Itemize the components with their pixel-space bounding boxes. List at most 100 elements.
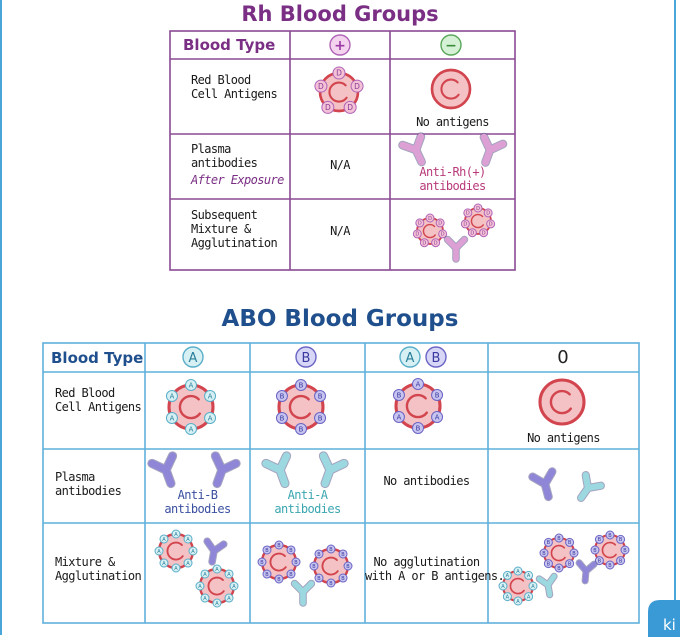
- svg-text:D: D: [470, 231, 474, 237]
- rh-agglutination-cell-icon-2-antigen: D: [486, 219, 496, 229]
- abo-o-agglutination-cell-icon-antigen: A: [502, 592, 512, 602]
- abo-o-agglutination-cell-icon-2-antigen: B: [569, 548, 579, 558]
- svg-text:B: B: [557, 566, 561, 572]
- svg-text:B: B: [598, 537, 602, 543]
- abo-o-agglutination-cell-icon-2-antigen: B: [539, 548, 549, 558]
- abo-b-cell-icon-antigen: B: [295, 379, 307, 391]
- abo-a-anti-b-label: Anti-B antibodies: [164, 488, 231, 516]
- svg-text:A: A: [174, 566, 178, 572]
- svg-text:D: D: [466, 211, 470, 217]
- svg-text:A: A: [527, 594, 531, 600]
- svg-text:A: A: [203, 596, 207, 602]
- abo-o-agglutination-cell-icon-2-antigen: B: [543, 559, 553, 569]
- rh-neg-no-antigens: No antigens: [416, 115, 489, 129]
- svg-text:A: A: [162, 537, 166, 543]
- abo-type-ab-b-text: B: [432, 351, 441, 366]
- abo-o-agglutination-cell-icon-antigen: A: [513, 596, 523, 606]
- svg-text:B: B: [329, 547, 333, 553]
- rh-agglutination-cell-icon-antigen: D: [425, 213, 435, 223]
- abo-o-agglutination-cell-icon-3-antigen: B: [594, 556, 604, 566]
- abo-a-cell-icon-antigen: A: [185, 423, 197, 435]
- svg-text:D: D: [486, 211, 490, 217]
- abo-ab-cell-icon-antigen: A: [412, 378, 424, 390]
- svg-text:D: D: [489, 222, 493, 228]
- abo-a-cell-icon-antigen: A: [185, 379, 197, 391]
- abo-o-agglutination-cell-icon-3-antigen: B: [594, 534, 604, 544]
- ki-logo: ki: [648, 600, 680, 637]
- svg-text:B: B: [619, 537, 623, 543]
- svg-text:A: A: [215, 601, 219, 607]
- svg-text:B: B: [416, 424, 421, 432]
- svg-text:B: B: [542, 551, 546, 557]
- svg-text:B: B: [557, 536, 561, 542]
- svg-text:D: D: [482, 231, 486, 237]
- svg-text:B: B: [568, 561, 572, 567]
- rh-pos-plasma-na: N/A: [330, 158, 350, 172]
- rh-pos-symbol-text: +: [334, 38, 346, 54]
- abo-b-agglutination-cell-icon-antigen: B: [274, 574, 284, 584]
- svg-text:D: D: [354, 82, 360, 91]
- abo-b-agglutination-cell-icon-2-antigen: B: [314, 549, 324, 559]
- abo-type-a-symbol: A: [182, 346, 204, 368]
- abo-a-agglutination-cell-icon-2-antigen: A: [212, 564, 222, 574]
- rh-negative-symbol: −: [440, 34, 462, 56]
- abo-o-agglutination-cell-icon-2-antigen: B: [554, 533, 564, 543]
- svg-text:A: A: [527, 573, 531, 579]
- abo-type-ab-symbol: A B: [399, 346, 447, 368]
- rh-neg-anti-rh-label: Anti-Rh(+) antibodies: [419, 165, 486, 193]
- abo-b-agglutination-antibody-icon: [290, 579, 316, 607]
- abo-o-agglutination-cell-icon-antigen: A: [524, 592, 534, 602]
- abo-a-agglutination-cell-icon-2-antigen: A: [224, 593, 234, 603]
- svg-text:D: D: [441, 232, 445, 238]
- abo-type-b-text: B: [302, 351, 311, 366]
- svg-text:A: A: [186, 537, 190, 543]
- svg-text:D: D: [428, 216, 432, 222]
- abo-o-agglutination-cell-icon-2-antigen: B: [554, 563, 564, 573]
- svg-text:B: B: [341, 552, 345, 558]
- abo-a-agglutination-cell-icon-2-antigen: A: [195, 581, 205, 591]
- svg-text:D: D: [463, 222, 467, 228]
- svg-text:B: B: [341, 576, 345, 582]
- abo-b-agglutination-cell-icon-antigen: B: [291, 557, 301, 567]
- rh-agglutination-cell-icon-antigen: D: [412, 229, 422, 239]
- illustrations: DDDDDDDDDDDDDDDDDDDAAAAAABBBBBBABABABAAA…: [147, 66, 630, 608]
- svg-text:A: A: [397, 413, 402, 421]
- abo-b-cell-icon-antigen: B: [275, 390, 288, 402]
- svg-text:B: B: [280, 392, 285, 400]
- abo-a-agglutination-cell-icon-2-antigen: A: [229, 581, 239, 591]
- svg-text:B: B: [568, 540, 572, 546]
- rh-row-label-antigens: Red Blood Cell Antigens: [191, 73, 278, 101]
- svg-text:A: A: [157, 549, 161, 555]
- abo-o-agglutination-cell-icon-2-antigen: B: [565, 559, 575, 569]
- svg-text:B: B: [619, 558, 623, 564]
- abo-a-agglutination-cell-icon-2-antigen: A: [212, 598, 222, 608]
- svg-text:B: B: [294, 560, 298, 566]
- svg-text:B: B: [318, 414, 323, 422]
- svg-text:B: B: [289, 548, 293, 554]
- abo-b-agglutination-cell-icon-antigen: B: [257, 557, 267, 567]
- svg-text:A: A: [215, 567, 219, 573]
- abo-b-agglutination-cell-icon-2-antigen: B: [343, 561, 353, 571]
- rh-agglutination-cell-icon-antigen: D: [419, 238, 429, 248]
- abo-header-blood-type: Blood Type: [51, 349, 144, 367]
- rh-agglutination-cell-icon-antigen: D: [431, 238, 441, 248]
- rh-pos-cell-icon-antigen: D: [332, 66, 346, 80]
- abo-b-agglutination-cell-icon-2-antigen: B: [338, 573, 348, 583]
- abo-a-agglutination-cell-icon-antigen: A: [183, 558, 193, 568]
- abo-ab-cell-icon-antigen: B: [412, 422, 424, 434]
- abo-o-agglutination-cell-icon-antigen: A: [502, 570, 512, 580]
- svg-text:B: B: [397, 391, 402, 399]
- svg-text:A: A: [227, 596, 231, 602]
- svg-text:B: B: [317, 552, 321, 558]
- rh-agglutination-cell-icon-antigen: D: [415, 218, 425, 228]
- svg-text:B: B: [572, 551, 576, 557]
- svg-text:A: A: [191, 549, 195, 555]
